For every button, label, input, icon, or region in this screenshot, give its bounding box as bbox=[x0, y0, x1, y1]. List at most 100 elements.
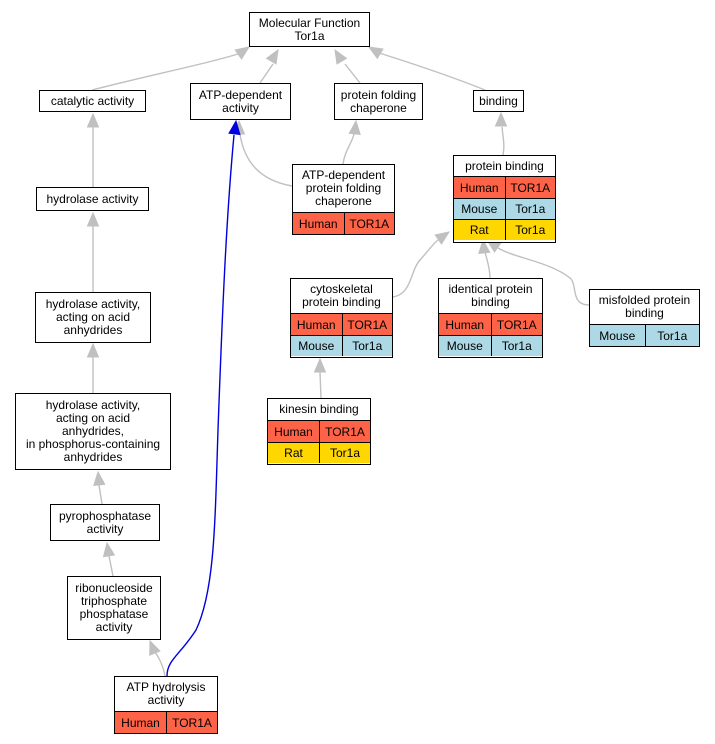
species-cell: Human bbox=[291, 314, 342, 335]
gene-cell: TOR1A bbox=[490, 314, 542, 335]
edge-chaperone-to-folding-arrowhead bbox=[348, 119, 361, 136]
edge-binding-to-root-arrowhead bbox=[367, 46, 384, 60]
edge-atpdep-to-root bbox=[259, 63, 274, 84]
edge-ribo-to-pyro bbox=[108, 555, 114, 577]
species-row: Rat Tor1a bbox=[268, 442, 370, 463]
species-cell: Human bbox=[293, 213, 344, 234]
node-title: misfolded protein binding bbox=[590, 290, 699, 325]
edge-atphydro-to-ribo bbox=[152, 649, 166, 677]
gene-cell: TOR1A bbox=[166, 712, 217, 733]
node-title: ATP hydrolysis activity bbox=[115, 677, 217, 712]
node-label: ATP-dependent activity bbox=[198, 87, 283, 115]
node-label: catalytic activity bbox=[50, 93, 135, 108]
species-row: Human TOR1A bbox=[454, 177, 555, 198]
node-kinesin-binding[interactable]: kinesin binding Human TOR1A Rat Tor1a bbox=[267, 398, 371, 465]
node-title: ATP-dependent protein folding chaperone bbox=[293, 165, 394, 213]
node-atp-dependent-protein-folding-chaperone[interactable]: ATP-dependent protein folding chaperone … bbox=[292, 164, 395, 235]
node-hydrolase-phosphorus-anhydrides[interactable]: hydrolase activity, acting on acid anhyd… bbox=[15, 393, 171, 470]
edge-pyro-to-phos bbox=[98, 484, 103, 505]
edge-proteinbinding-to-binding bbox=[501, 126, 505, 156]
species-row: Mouse Tor1a bbox=[291, 335, 392, 356]
edge-atpdep-to-root-arrowhead bbox=[265, 48, 279, 65]
edge-phos-to-anhydrides-arrowhead bbox=[86, 342, 100, 358]
species-row: Mouse Tor1a bbox=[590, 325, 699, 346]
species-row: Rat Tor1a bbox=[454, 219, 555, 240]
species-row: Mouse Tor1a bbox=[454, 198, 555, 219]
edge-hydrolase-to-catalytic-arrowhead bbox=[86, 112, 100, 128]
species-row: Mouse Tor1a bbox=[439, 335, 542, 356]
edge-catalytic-to-root bbox=[91, 51, 245, 91]
edge-identical-to-proteinbinding bbox=[484, 251, 491, 279]
species-row: Human TOR1A bbox=[268, 421, 370, 442]
species-cell: Mouse bbox=[454, 199, 505, 219]
edge-atphydro-to-atpdep-highlight bbox=[166, 134, 235, 677]
edge-atphydro-to-ribo-arrowhead bbox=[149, 639, 161, 656]
species-row: Human TOR1A bbox=[293, 213, 394, 234]
node-ribonucleoside-triphosphate-phosphatase[interactable]: ribonucleoside triphosphate phosphatase … bbox=[67, 576, 161, 640]
node-label: Molecular Function Tor1a bbox=[258, 15, 361, 43]
gene-cell: Tor1a bbox=[504, 199, 555, 219]
species-cell: Rat bbox=[454, 220, 505, 240]
node-label: hydrolase activity bbox=[46, 191, 139, 206]
node-catalytic-activity[interactable]: catalytic activity bbox=[39, 90, 146, 112]
edge-kinesin-to-cytoskeletal-arrowhead bbox=[313, 357, 327, 373]
edge-chaperone-to-folding bbox=[342, 133, 355, 165]
gene-cell: Tor1a bbox=[341, 336, 392, 356]
node-label: ribonucleoside triphosphate phosphatase … bbox=[75, 581, 153, 634]
species-cell: Human bbox=[454, 177, 505, 198]
species-cell: Human bbox=[268, 421, 319, 442]
edge-anhydrides-to-hydrolase-arrowhead bbox=[86, 211, 100, 227]
gene-cell: Tor1a bbox=[644, 325, 699, 346]
node-title: protein binding bbox=[454, 156, 555, 177]
node-pyrophosphatase-activity[interactable]: pyrophosphatase activity bbox=[50, 504, 160, 541]
node-misfolded-protein-binding[interactable]: misfolded protein binding Mouse Tor1a bbox=[589, 289, 700, 347]
species-cell: Mouse bbox=[439, 336, 491, 356]
species-cell: Mouse bbox=[590, 325, 645, 346]
node-label: hydrolase activity, acting on acid anhyd… bbox=[25, 398, 161, 464]
node-protein-binding[interactable]: protein binding Human TOR1A Mouse Tor1a … bbox=[453, 155, 556, 243]
edge-proteinbinding-to-binding-arrowhead bbox=[494, 111, 508, 127]
species-cell: Human bbox=[439, 314, 491, 335]
node-title: kinesin binding bbox=[268, 399, 370, 421]
edge-folding-to-root bbox=[344, 63, 361, 84]
node-cytoskeletal-protein-binding[interactable]: cytoskeletal protein binding Human TOR1A… bbox=[290, 278, 393, 358]
node-molecular-function[interactable]: Molecular Function Tor1a bbox=[249, 12, 370, 47]
edge-pyro-to-phos-arrowhead bbox=[93, 470, 106, 487]
node-binding[interactable]: binding bbox=[473, 90, 524, 112]
node-title: identical protein binding bbox=[439, 279, 542, 314]
edge-chaperone-to-atpdep bbox=[239, 133, 293, 187]
node-title: cytoskeletal protein binding bbox=[291, 279, 392, 314]
gene-cell: Tor1a bbox=[504, 220, 555, 240]
edge-binding-to-root bbox=[375, 51, 486, 91]
edge-cytoskeletal-to-proteinbinding bbox=[392, 239, 439, 298]
species-cell: Human bbox=[115, 712, 166, 733]
gene-cell: TOR1A bbox=[343, 213, 394, 234]
edge-folding-to-root-arrowhead bbox=[334, 48, 348, 65]
node-atp-dependent-activity[interactable]: ATP-dependent activity bbox=[190, 83, 291, 120]
node-protein-folding-chaperone[interactable]: protein folding chaperone bbox=[334, 83, 423, 120]
node-label: protein folding chaperone bbox=[340, 87, 417, 115]
species-row: Human TOR1A bbox=[115, 712, 217, 733]
node-label: pyrophosphatase activity bbox=[58, 508, 152, 536]
species-row: Human TOR1A bbox=[439, 314, 542, 335]
edge-misfolded-to-proteinbinding bbox=[497, 247, 590, 306]
gene-cell: Tor1a bbox=[319, 443, 370, 463]
node-identical-protein-binding[interactable]: identical protein binding Human TOR1A Mo… bbox=[438, 278, 543, 358]
species-cell: Rat bbox=[268, 443, 319, 463]
gene-cell: TOR1A bbox=[504, 177, 555, 198]
gene-cell: Tor1a bbox=[490, 336, 542, 356]
node-label: binding bbox=[479, 93, 518, 108]
node-hydrolase-activity[interactable]: hydrolase activity bbox=[36, 187, 149, 211]
edge-atphydro-to-atpdep-highlight-arrowhead bbox=[228, 119, 241, 136]
edge-ribo-to-pyro-arrowhead bbox=[102, 541, 116, 558]
species-row: Human TOR1A bbox=[291, 314, 392, 335]
gene-cell: TOR1A bbox=[319, 421, 370, 442]
edge-kinesin-to-cytoskeletal bbox=[319, 371, 322, 399]
gene-cell: TOR1A bbox=[341, 314, 392, 335]
edge-catalytic-to-root-arrowhead bbox=[234, 46, 251, 60]
node-atp-hydrolysis-activity[interactable]: ATP hydrolysis activity Human TOR1A bbox=[114, 676, 218, 734]
edge-cytoskeletal-to-proteinbinding-arrowhead bbox=[434, 231, 451, 245]
node-hydrolase-acid-anhydrides[interactable]: hydrolase activity, acting on acid anhyd… bbox=[35, 292, 151, 343]
node-label: hydrolase activity, acting on acid anhyd… bbox=[45, 297, 141, 337]
